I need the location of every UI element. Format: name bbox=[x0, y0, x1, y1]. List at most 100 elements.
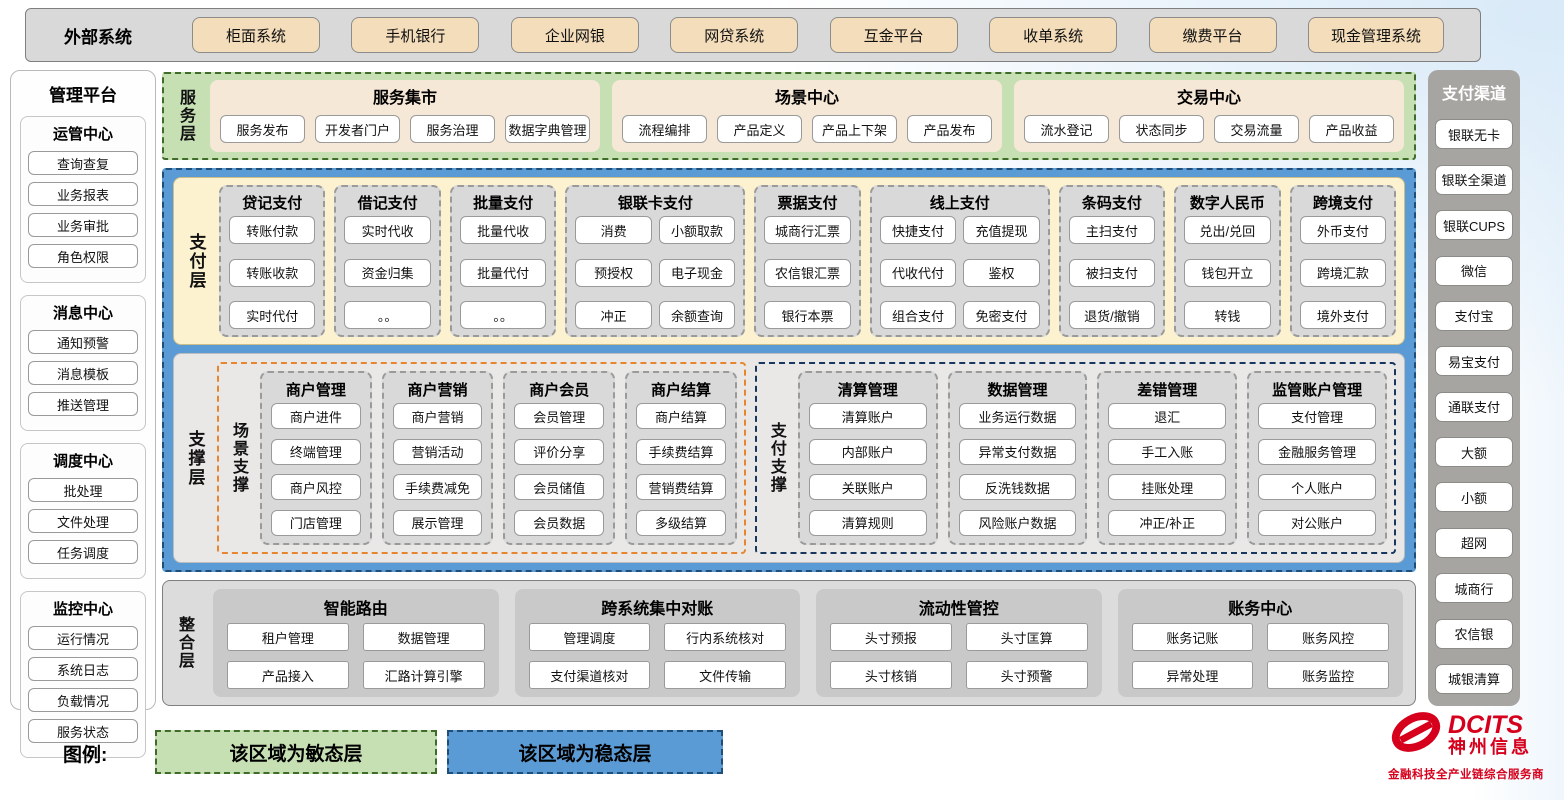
panel-title: 账务中心 bbox=[1228, 601, 1293, 618]
support-column-clearing: 清算管理 清算账户 内部账户 关联账户 清算规则 bbox=[797, 371, 938, 545]
payment-column-crossborder: 跨境支付 外币支付 跨境汇款 境外支付 bbox=[1289, 185, 1397, 337]
integration-node: 汇路计算引擎 bbox=[362, 661, 485, 689]
external-system-node: 互金平台 bbox=[829, 17, 958, 53]
payment-node: 转账付款 bbox=[229, 216, 316, 244]
support-node: 营销活动 bbox=[392, 438, 483, 465]
legend-agile-layer: 该区域为敏态层 bbox=[155, 730, 437, 774]
support-node: 异常支付数据 bbox=[958, 438, 1077, 465]
column-title: 数字人民币 bbox=[1189, 195, 1265, 212]
payment-node: 主扫支付 bbox=[1068, 216, 1156, 244]
payment-node: 电子现金 bbox=[658, 258, 736, 287]
service-layer-label: 服务层 bbox=[177, 89, 194, 143]
external-system-node: 现金管理系统 bbox=[1307, 17, 1444, 53]
trade-center-panel: 交易中心 流水登记 状态同步 交易流量 产品收益 bbox=[1014, 80, 1404, 152]
management-node: 消息模板 bbox=[28, 361, 138, 385]
column-title: 商户营销 bbox=[407, 382, 468, 399]
payment-node: 跨境汇款 bbox=[1299, 258, 1387, 287]
column-title: 监管账户管理 bbox=[1272, 382, 1363, 399]
dcits-brand-text: DCITS bbox=[1448, 710, 1523, 739]
management-node: 业务审批 bbox=[28, 213, 138, 237]
support-node: 反洗钱数据 bbox=[958, 474, 1077, 501]
support-node: 手续费结算 bbox=[636, 438, 726, 465]
support-node: 金融服务管理 bbox=[1258, 438, 1376, 465]
support-node: 商户进件 bbox=[271, 403, 361, 429]
payment-node: 快捷支付 bbox=[879, 216, 957, 244]
dcits-name-text: 神州信息 bbox=[1448, 737, 1532, 758]
support-node: 业务运行数据 bbox=[958, 403, 1077, 429]
dcits-slogan-text: 金融科技全产业链综合服务商 bbox=[1388, 769, 1544, 781]
management-node: 文件处理 bbox=[28, 509, 138, 533]
payment-node: 余额查询 bbox=[658, 301, 736, 329]
group-title: 调度中心 bbox=[52, 453, 113, 470]
payment-node: 外币支付 bbox=[1299, 216, 1387, 244]
column-title: 借记支付 bbox=[357, 195, 418, 212]
channel-node: 农信银 bbox=[1435, 618, 1513, 649]
management-group-message: 消息中心 通知预警 消息模板 推送管理 bbox=[20, 295, 146, 431]
panel-title: 交易中心 bbox=[1176, 90, 1241, 107]
service-node: 流水登记 bbox=[1024, 115, 1109, 143]
payment-node: 转钱 bbox=[1184, 301, 1271, 329]
panel-title: 场景中心 bbox=[774, 90, 839, 107]
service-node: 产品上下架 bbox=[812, 115, 897, 143]
legend-stable-layer: 该区域为稳态层 bbox=[447, 730, 723, 774]
legend-label: 图例: bbox=[63, 745, 108, 766]
integration-node: 产品接入 bbox=[227, 661, 349, 689]
external-systems-list: 柜面系统 手机银行 企业网银 网贷系统 互金平台 收单系统 缴费平台 现金管理系… bbox=[192, 17, 1444, 53]
column-title: 银联卡支付 bbox=[617, 195, 693, 212]
channel-node: 微信 bbox=[1435, 255, 1513, 286]
payment-node: 转账收款 bbox=[229, 258, 316, 287]
payment-node: 免密支付 bbox=[963, 301, 1040, 329]
column-title: 数据管理 bbox=[987, 382, 1048, 399]
support-node: 商户营销 bbox=[392, 403, 483, 429]
service-market-panel: 服务集市 服务发布 开发者门户 服务治理 数据字典管理 bbox=[210, 80, 600, 152]
payment-node: 被扫支付 bbox=[1068, 258, 1156, 287]
payment-node: 兑出/兑回 bbox=[1184, 216, 1271, 244]
management-node: 运行情况 bbox=[28, 626, 138, 650]
accounting-center-panel: 账务中心 账务记账 账务风控 异常处理 账务监控 bbox=[1117, 589, 1403, 697]
support-node: 评价分享 bbox=[514, 438, 605, 465]
column-title: 商户管理 bbox=[285, 382, 346, 399]
scene-support-label: 场景支撑 bbox=[230, 422, 247, 494]
service-node: 产品收益 bbox=[1309, 115, 1394, 143]
management-node: 推送管理 bbox=[28, 392, 138, 416]
support-node: 会员储值 bbox=[514, 474, 605, 501]
group-title: 消息中心 bbox=[52, 305, 113, 322]
column-title: 跨境支付 bbox=[1312, 195, 1373, 212]
smart-routing-panel: 智能路由 租户管理 数据管理 产品接入 汇路计算引擎 bbox=[213, 589, 499, 697]
payment-layer: 支付层 贷记支付 转账付款 转账收款 实时代付 借记支付 实时代收 资金归集 。… bbox=[173, 177, 1405, 345]
service-node: 流程编排 bbox=[622, 115, 707, 143]
support-node: 展示管理 bbox=[392, 509, 483, 536]
integration-node: 头寸预报 bbox=[830, 623, 952, 651]
column-title: 商户结算 bbox=[650, 382, 711, 399]
support-node: 会员管理 bbox=[514, 403, 605, 429]
column-title: 商户会员 bbox=[529, 382, 590, 399]
management-node: 通知预警 bbox=[28, 330, 138, 354]
external-system-node: 缴费平台 bbox=[1148, 17, 1277, 53]
integration-node: 头寸匡算 bbox=[965, 623, 1088, 651]
support-node: 挂账处理 bbox=[1108, 474, 1227, 501]
cross-system-reconciliation-panel: 跨系统集中对账 管理调度 行内系统核对 支付渠道核对 文件传输 bbox=[514, 589, 800, 697]
support-node: 手续费减免 bbox=[392, 474, 483, 501]
external-system-node: 手机银行 bbox=[351, 17, 480, 53]
integration-node: 租户管理 bbox=[227, 623, 349, 651]
support-column-merchant-settlement: 商户结算 商户结算 手续费结算 营销费结算 多级结算 bbox=[625, 371, 737, 545]
integration-node: 文件传输 bbox=[664, 661, 786, 689]
management-node: 系统日志 bbox=[28, 657, 138, 681]
payment-node: 批量代收 bbox=[459, 216, 547, 244]
payment-channels-panel: 支付渠道 银联无卡 银联全渠道 银联CUPS 微信 支付宝 易宝支付 通联支付 … bbox=[1428, 70, 1520, 706]
service-node: 状态同步 bbox=[1119, 115, 1204, 143]
channel-node: 银联CUPS bbox=[1435, 210, 1513, 241]
column-title: 清算管理 bbox=[837, 382, 898, 399]
column-title: 批量支付 bbox=[473, 195, 534, 212]
support-column-error: 差错管理 退汇 手工入账 挂账处理 冲正/补正 bbox=[1097, 371, 1238, 545]
payment-support-section: 支付支撑 清算管理 清算账户 内部账户 关联账户 清算规则 数据管理 业务运行数… bbox=[754, 362, 1396, 554]
payment-column-credit: 贷记支付 转账付款 转账收款 实时代付 bbox=[219, 185, 326, 337]
service-node: 产品发布 bbox=[907, 115, 992, 143]
service-node: 数据字典管理 bbox=[505, 115, 590, 143]
management-node: 任务调度 bbox=[28, 540, 138, 564]
payment-node: 。。 bbox=[344, 301, 431, 329]
payment-node: 退货/撤销 bbox=[1068, 301, 1156, 329]
integration-layer-label: 整合层 bbox=[176, 616, 193, 670]
integration-node: 管理调度 bbox=[528, 623, 651, 651]
